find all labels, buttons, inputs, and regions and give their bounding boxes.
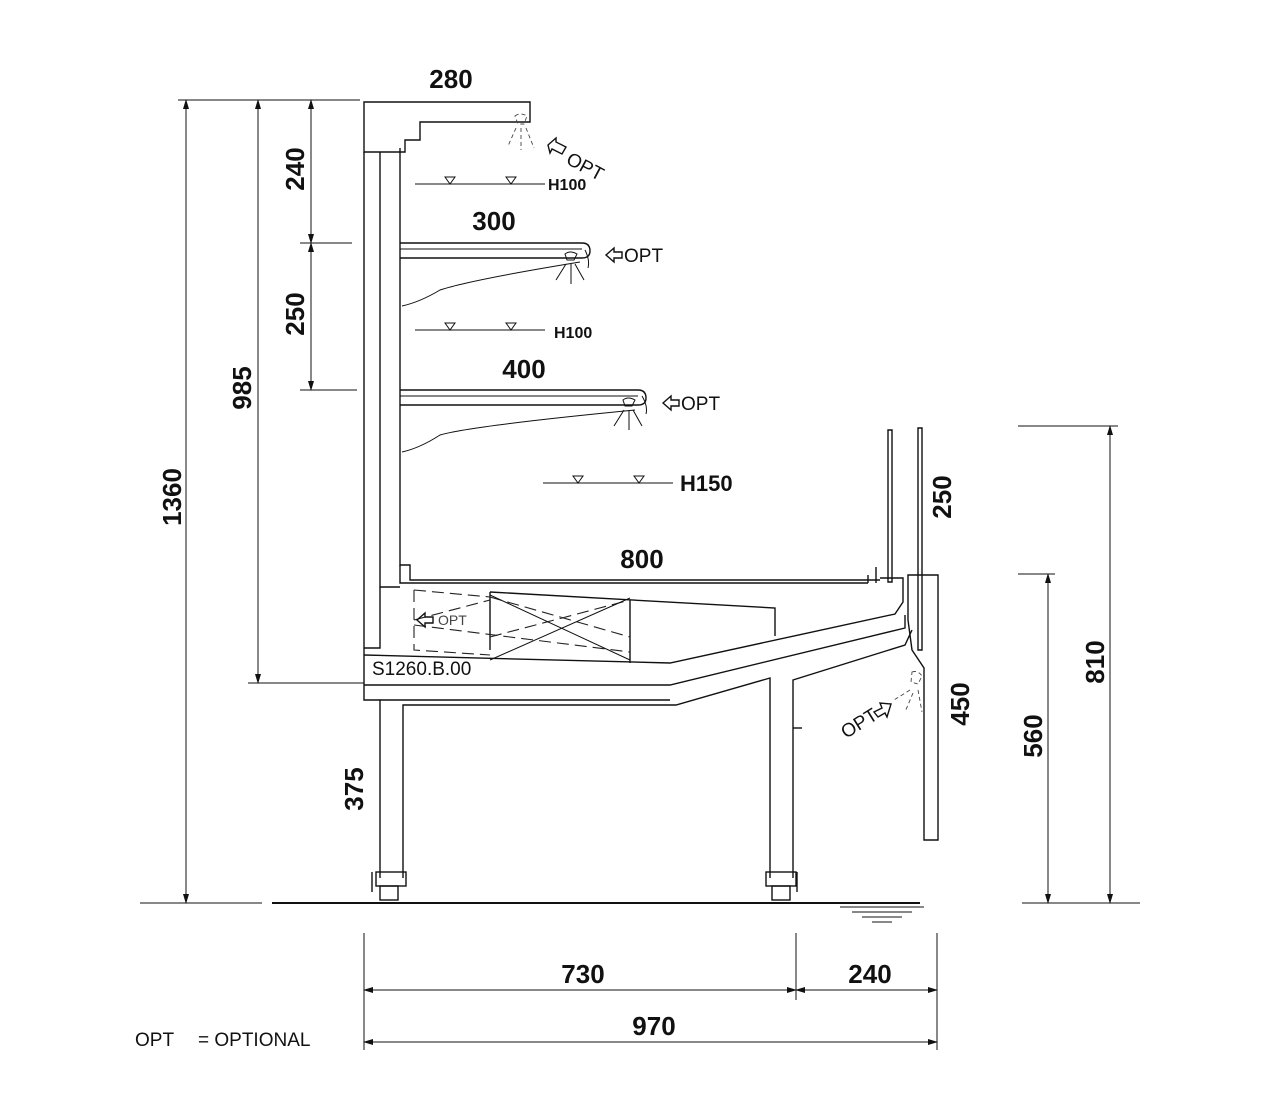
lower-compartment: [363, 577, 904, 664]
front-light: [893, 671, 923, 713]
label-model: S1260.B.00: [372, 659, 471, 680]
base-frame: [363, 629, 913, 878]
base-tray: [399, 565, 868, 584]
evaporator-box: [413, 589, 491, 656]
dim-shelf-2-depth: 400: [502, 354, 545, 384]
label-opt-front: OPT: [838, 705, 883, 744]
shelf-2: [400, 389, 647, 453]
dim-leg-height: 375: [339, 767, 369, 810]
canopy: [363, 101, 531, 153]
dim-base-depth: 800: [620, 544, 663, 574]
label-h100-top: H100: [548, 177, 586, 194]
label-h100-mid: H100: [554, 325, 592, 342]
opt-arrow-icon: [415, 611, 434, 629]
dim-front-height-low: 560: [1018, 714, 1048, 757]
dim-shelf-1-depth: 300: [472, 206, 515, 236]
dim-depth-total: 970: [632, 1011, 675, 1041]
canopy-light: [507, 113, 535, 150]
dim-top-width: 280: [429, 64, 472, 94]
opt-arrow-icons: [415, 136, 892, 719]
label-opt-base: OPT: [438, 612, 467, 628]
label-opt-shelf1: OPT: [624, 246, 663, 267]
dim-front-panel-height: 450: [945, 682, 975, 725]
ground-symbol: [840, 906, 924, 923]
opt-arrow-icon: [661, 394, 680, 412]
dim-front-height-high: 810: [1080, 640, 1110, 683]
dim-front-glass-height: 250: [927, 475, 957, 518]
label-h150: H150: [680, 471, 733, 496]
label-opt-shelf2: OPT: [681, 394, 720, 415]
legend-abbr: OPT: [135, 1030, 174, 1051]
load-lines: [415, 176, 673, 484]
shelf-1: [400, 242, 591, 307]
dim-shelf-zone-height: 985: [227, 366, 257, 409]
dimension-lines: [178, 99, 1140, 1050]
front-glass: [887, 427, 923, 651]
opt-arrow-icon: [604, 246, 623, 264]
dim-depth-front: 240: [848, 959, 891, 989]
dim-depth-main: 730: [561, 959, 604, 989]
dim-mid-gap: 250: [280, 292, 310, 335]
dim-top-gap: 240: [280, 147, 310, 190]
opt-arrow-icon: [547, 136, 567, 156]
shelf-2-light: [613, 395, 647, 430]
opt-arrow-icon: [872, 702, 892, 719]
front-panel: [907, 574, 939, 841]
dim-total-height: 1360: [157, 468, 187, 526]
light-fixtures: [507, 113, 923, 713]
shelf-1-light: [555, 249, 590, 284]
feet: [371, 871, 798, 901]
cabinet-structure: [140, 101, 939, 923]
legend-meaning: = OPTIONAL: [198, 1030, 310, 1051]
